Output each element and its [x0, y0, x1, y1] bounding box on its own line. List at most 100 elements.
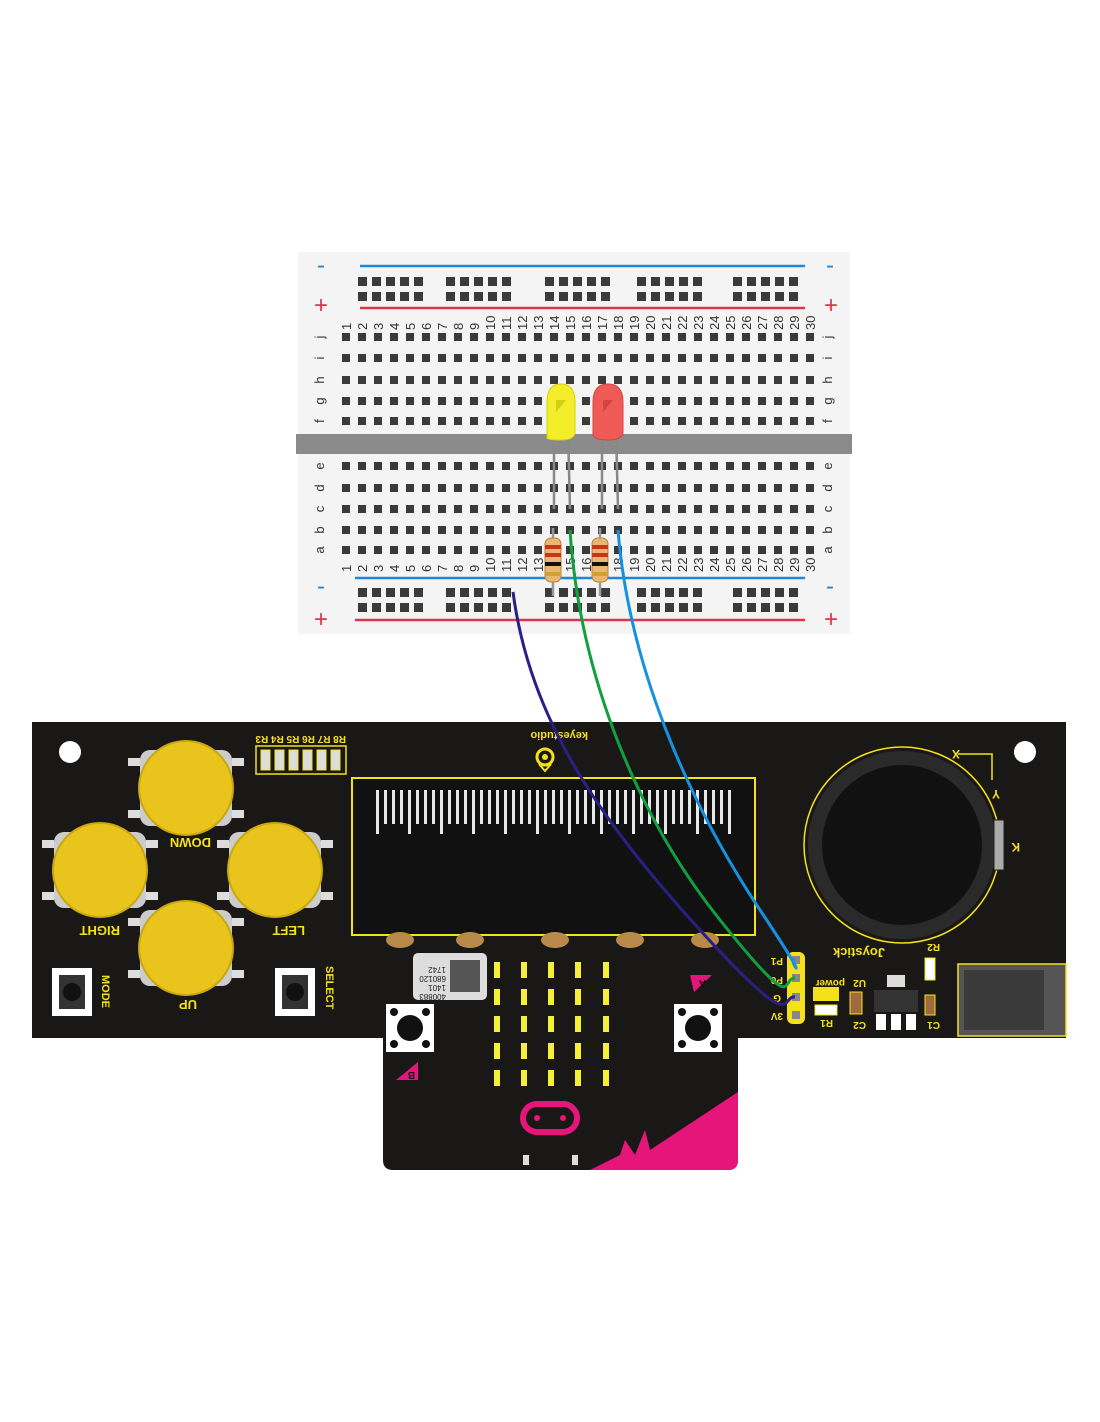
button-leg — [217, 840, 229, 848]
breadboard-hole — [694, 333, 702, 341]
breadboard-hole — [646, 505, 654, 513]
breadboard-hole — [406, 354, 414, 362]
breadboard-hole — [438, 333, 446, 341]
breadboard-hole — [774, 526, 782, 534]
resistor-band — [592, 562, 608, 566]
id-label-line: 400883 — [419, 992, 446, 1001]
slot-pin — [632, 790, 635, 834]
button-leg — [128, 810, 140, 818]
wire-p0[interactable] — [568, 529, 796, 989]
rail-hole — [789, 588, 798, 597]
breadboard-hole — [518, 354, 526, 362]
button-leg — [146, 840, 158, 848]
rail-hole — [679, 292, 688, 301]
breadboard-hole — [662, 546, 670, 554]
matrix-led — [521, 1016, 527, 1032]
breadboard-hole — [374, 484, 382, 492]
logo-dot — [534, 1115, 540, 1121]
breadboard-hole — [422, 462, 430, 470]
breadboard-hole — [742, 505, 750, 513]
rail-hole — [502, 588, 511, 597]
joystick[interactable] — [803, 746, 1005, 944]
column-number-label: 20 — [643, 558, 658, 572]
rail-hole — [358, 603, 367, 612]
mode-button[interactable] — [52, 968, 92, 1016]
breadboard-hole — [582, 462, 590, 470]
rail-hole — [789, 277, 798, 286]
column-number-label: 3 — [371, 565, 386, 572]
breadboard-hole — [742, 484, 750, 492]
breadboard-hole — [358, 505, 366, 513]
resistor-band — [592, 545, 608, 549]
breadboard-hole — [502, 484, 510, 492]
breadboard-hole — [806, 397, 814, 405]
column-number-label: 24 — [707, 558, 722, 572]
breadboard-hole — [390, 376, 398, 384]
header-pin-holes — [792, 956, 800, 1019]
rail-hole — [587, 292, 596, 301]
regulator-leg — [891, 1014, 901, 1030]
breadboard-hole — [534, 354, 542, 362]
breadboard-hole — [406, 376, 414, 384]
breadboard-hole — [342, 484, 350, 492]
breadboard-hole — [518, 333, 526, 341]
connector-pins — [376, 790, 731, 834]
wire-p1[interactable] — [616, 529, 798, 970]
column-number-label: 1 — [339, 323, 354, 330]
rail-hole — [559, 277, 568, 286]
breadboard-hole — [422, 505, 430, 513]
rail-hole — [474, 588, 483, 597]
rail-hole — [601, 292, 610, 301]
button-cap — [52, 822, 148, 918]
matrix-led — [494, 1043, 500, 1059]
column-number-label: 11 — [499, 317, 514, 331]
button-up[interactable] — [128, 900, 244, 996]
rail-hole — [587, 603, 596, 612]
pin-label-g: G — [773, 992, 781, 1003]
column-number-label: 4 — [387, 323, 402, 330]
rail-hole — [679, 603, 688, 612]
breadboard-hole — [550, 354, 558, 362]
breadboard-hole — [598, 376, 606, 384]
rail-hole — [665, 588, 674, 597]
qr-code-icon — [450, 960, 480, 992]
gold-pad — [541, 932, 569, 948]
rail-hole — [651, 588, 660, 597]
rail-hole — [733, 292, 742, 301]
smd-resistor — [260, 749, 271, 771]
button-right[interactable] — [42, 822, 158, 918]
rail-hole — [733, 277, 742, 286]
id-label-line: 1742 — [428, 965, 446, 974]
header-pin — [792, 974, 800, 982]
breadboard-hole — [422, 546, 430, 554]
rail-plus-label: + — [824, 606, 838, 633]
rail-hole — [637, 603, 646, 612]
breadboard-hole — [662, 333, 670, 341]
capacitor-c1 — [924, 994, 936, 1016]
column-number-label: 22 — [675, 316, 690, 330]
rail-hole — [446, 603, 455, 612]
breadboard-hole — [358, 526, 366, 534]
rail-hole — [372, 603, 381, 612]
slot-pin — [472, 790, 475, 834]
button-down[interactable] — [128, 740, 244, 836]
rail-plus-label: + — [824, 292, 838, 319]
breadboard-hole — [454, 376, 462, 384]
capacitor-c2 — [849, 991, 863, 1015]
header-pin — [792, 993, 800, 1001]
wire-gnd[interactable] — [511, 591, 796, 1006]
slot-pin — [448, 790, 451, 824]
pin-header — [787, 952, 805, 1024]
breadboard-hole — [726, 526, 734, 534]
breadboard-hole — [358, 546, 366, 554]
column-number-label: 23 — [691, 316, 706, 330]
breadboard-hole — [662, 397, 670, 405]
select-button[interactable] — [275, 968, 315, 1016]
breadboard-hole — [598, 354, 606, 362]
microbit-button-b[interactable] — [386, 1004, 434, 1052]
button-left[interactable] — [217, 822, 333, 918]
row-letter-label: j — [312, 335, 327, 339]
breadboard-hole — [646, 376, 654, 384]
microbit-button-a[interactable] — [674, 1004, 722, 1052]
breadboard-hole — [630, 376, 638, 384]
